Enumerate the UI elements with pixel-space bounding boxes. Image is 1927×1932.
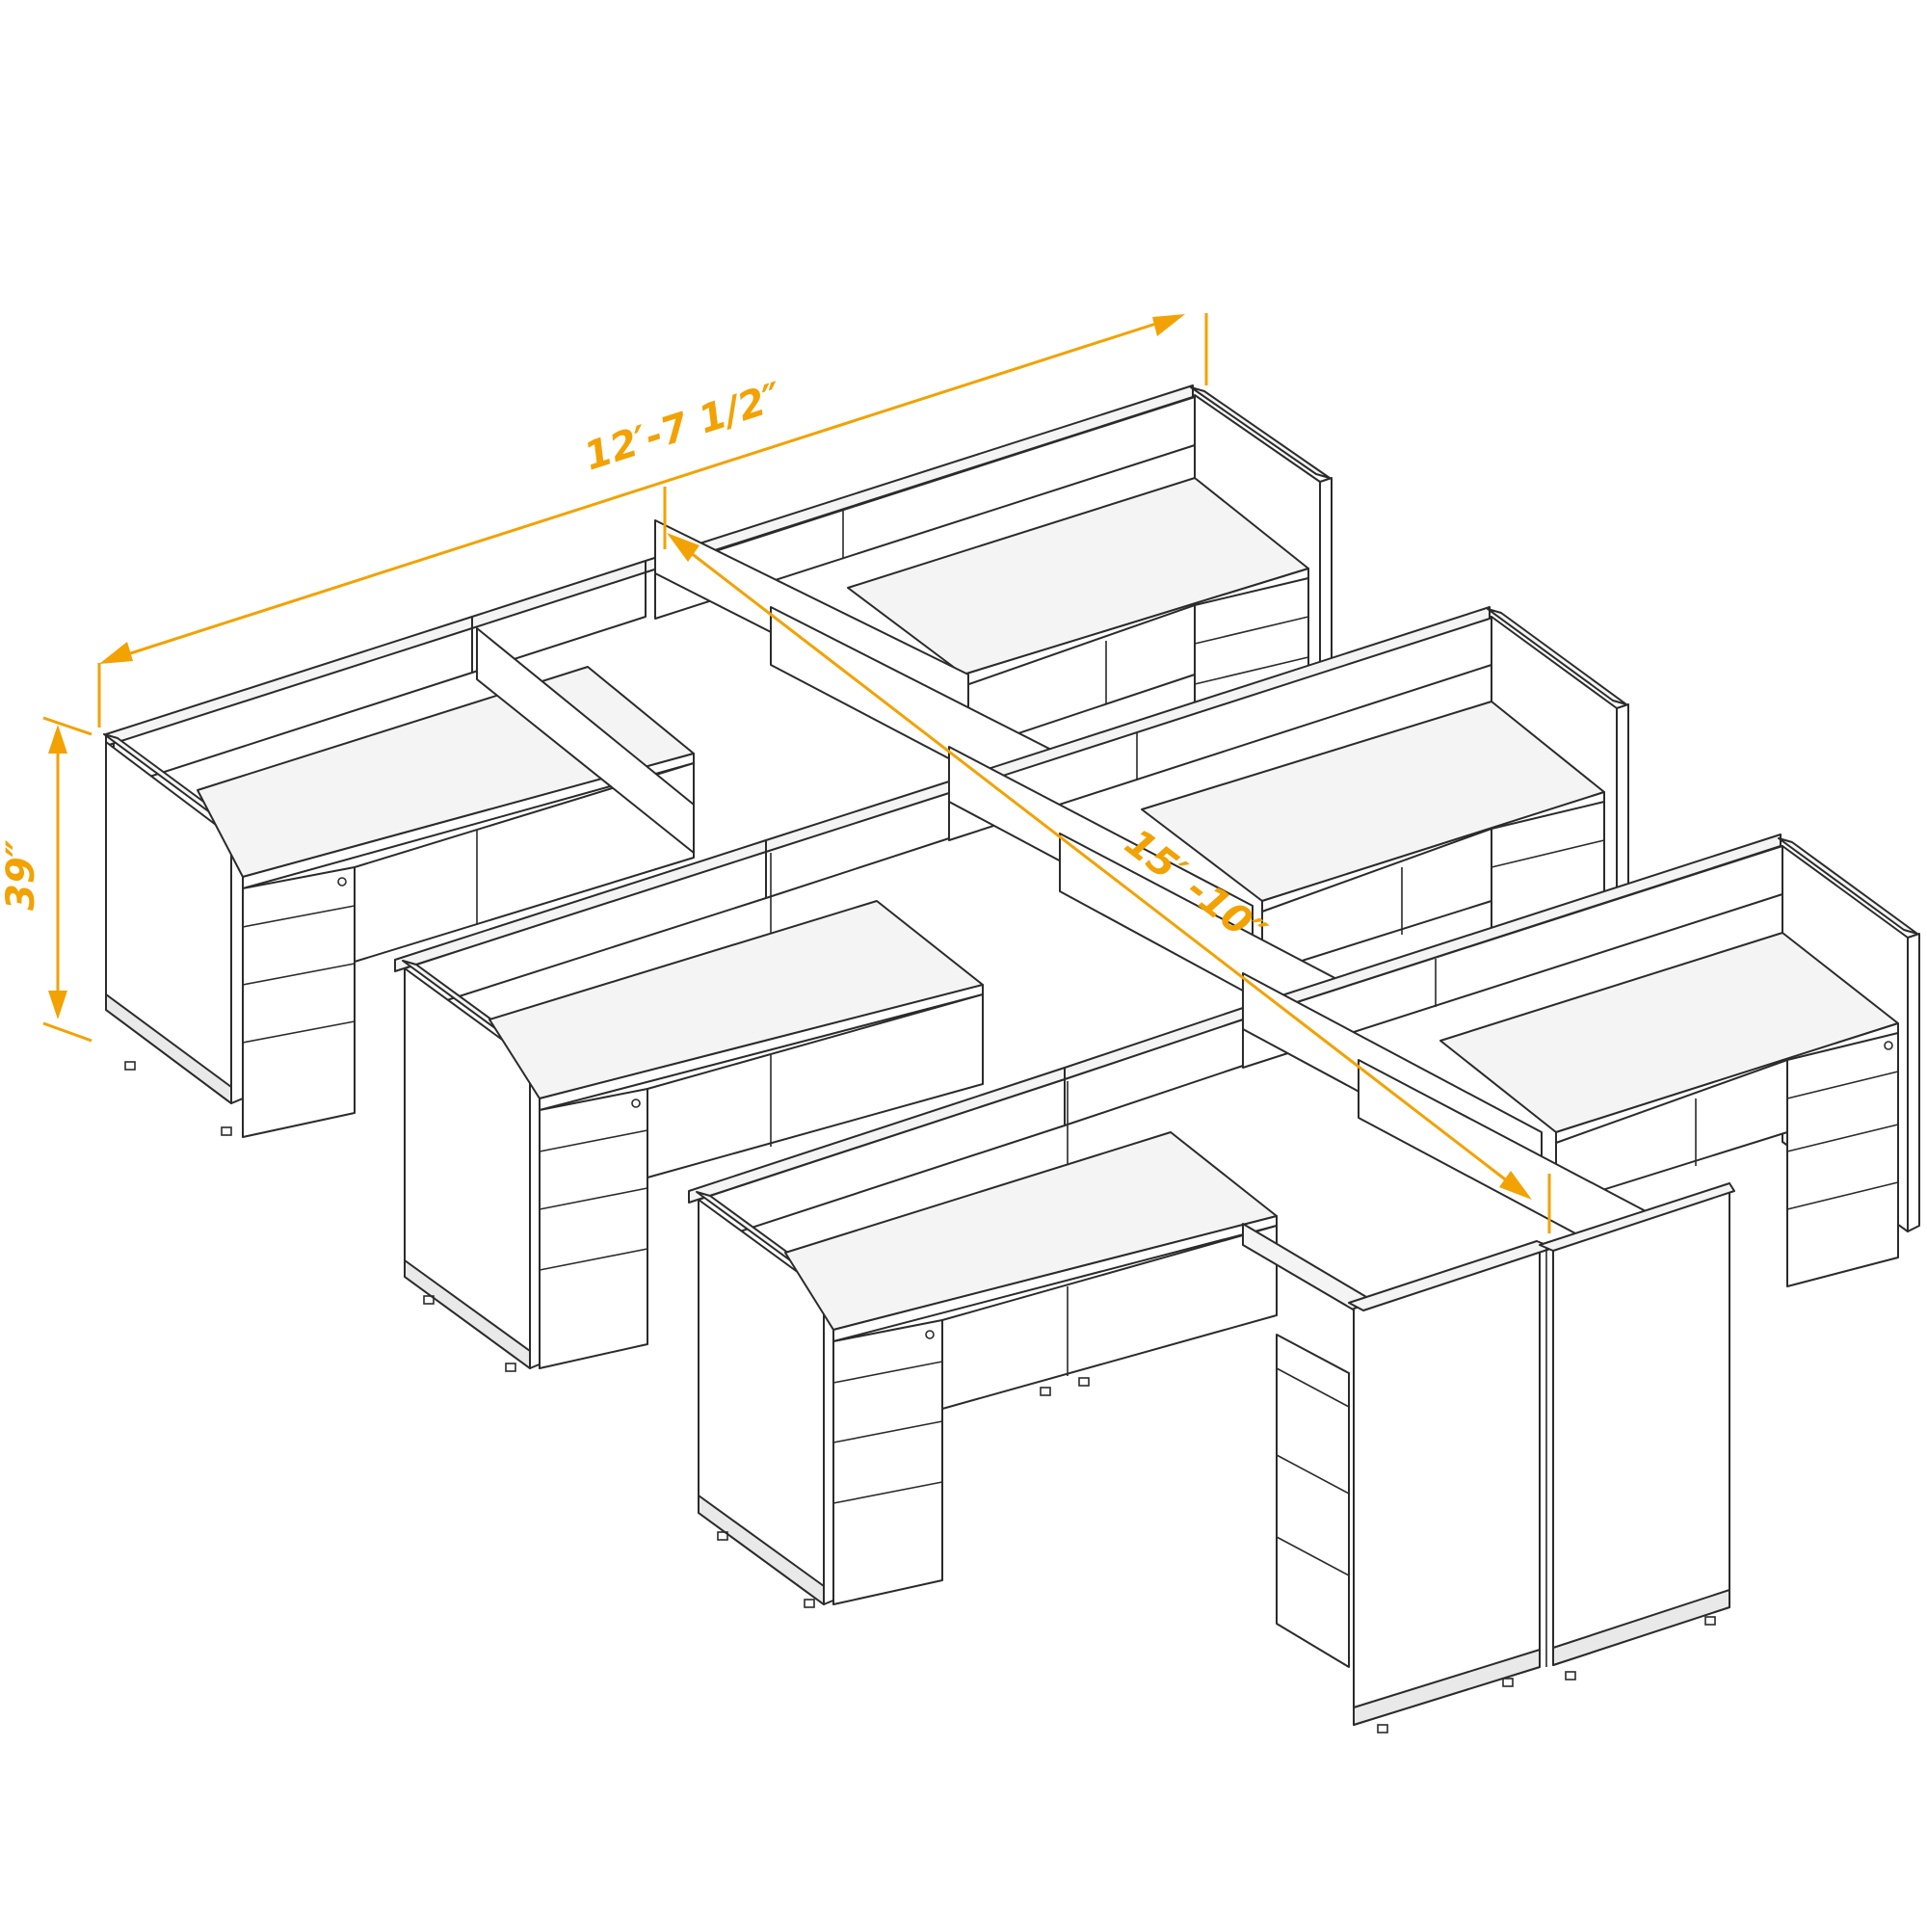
width-arrow-right-icon bbox=[1152, 314, 1185, 336]
end-panel-edge bbox=[1319, 477, 1333, 680]
panel-top-rail bbox=[645, 384, 1194, 573]
panel-base bbox=[404, 1259, 531, 1369]
back-panel bbox=[765, 791, 950, 899]
foot bbox=[1502, 1678, 1514, 1687]
depth-arrow-top-icon bbox=[667, 533, 700, 562]
foot bbox=[221, 1126, 232, 1136]
back-panel bbox=[1064, 1019, 1244, 1126]
height-label: 39″ bbox=[0, 839, 43, 911]
foot bbox=[423, 1295, 435, 1305]
divider-panel bbox=[476, 627, 695, 854]
pedestal bbox=[1276, 1334, 1350, 1668]
height-arrow-top-icon bbox=[48, 725, 67, 754]
height-extension-line bbox=[42, 716, 92, 736]
workstation-back-left bbox=[103, 560, 695, 1138]
pedestal bbox=[539, 1088, 648, 1369]
width-arrow-left-icon bbox=[99, 642, 133, 664]
height-arrow-bottom-icon bbox=[48, 991, 67, 1019]
foot bbox=[1377, 1724, 1388, 1734]
width-label: 12′-7 1/2″ bbox=[579, 375, 788, 480]
height-extension-line bbox=[42, 1021, 92, 1043]
workstation-middle-left bbox=[394, 781, 984, 1372]
end-panel-edge bbox=[1907, 933, 1920, 1232]
foot bbox=[124, 1061, 136, 1071]
foot bbox=[505, 1363, 516, 1372]
pedestal bbox=[1786, 1032, 1899, 1287]
panel-base bbox=[1552, 1589, 1730, 1666]
panel-base bbox=[698, 1495, 825, 1605]
foot bbox=[717, 1531, 728, 1541]
foot bbox=[804, 1599, 815, 1608]
workstation-back-right bbox=[645, 384, 1333, 815]
front-end-panel bbox=[1552, 1189, 1730, 1666]
front-end-panel-cap bbox=[1539, 1182, 1735, 1252]
front-return-desk bbox=[1242, 1182, 1735, 1734]
width-dimension-line bbox=[115, 318, 1169, 660]
panel-base bbox=[1353, 1649, 1541, 1726]
modesty-panel bbox=[647, 993, 984, 1178]
workstation-middle-right bbox=[948, 606, 1629, 1046]
pedestal bbox=[242, 866, 356, 1138]
end-panel-edge bbox=[1616, 703, 1629, 905]
workstation-front-right bbox=[1242, 834, 1920, 1287]
foot bbox=[1040, 1387, 1051, 1396]
depth-arrow-bottom-icon bbox=[1499, 1171, 1532, 1200]
pedestal bbox=[832, 1319, 943, 1605]
front-end-panel bbox=[1353, 1247, 1541, 1726]
modesty-panel bbox=[354, 762, 695, 963]
workstation-front-left bbox=[688, 1007, 1278, 1608]
foot bbox=[1565, 1671, 1576, 1681]
foot bbox=[1078, 1377, 1090, 1387]
modesty-panel bbox=[941, 1225, 1278, 1410]
panel-base bbox=[105, 993, 232, 1104]
depth-dimension-line bbox=[685, 547, 1514, 1187]
foot bbox=[1704, 1616, 1716, 1626]
